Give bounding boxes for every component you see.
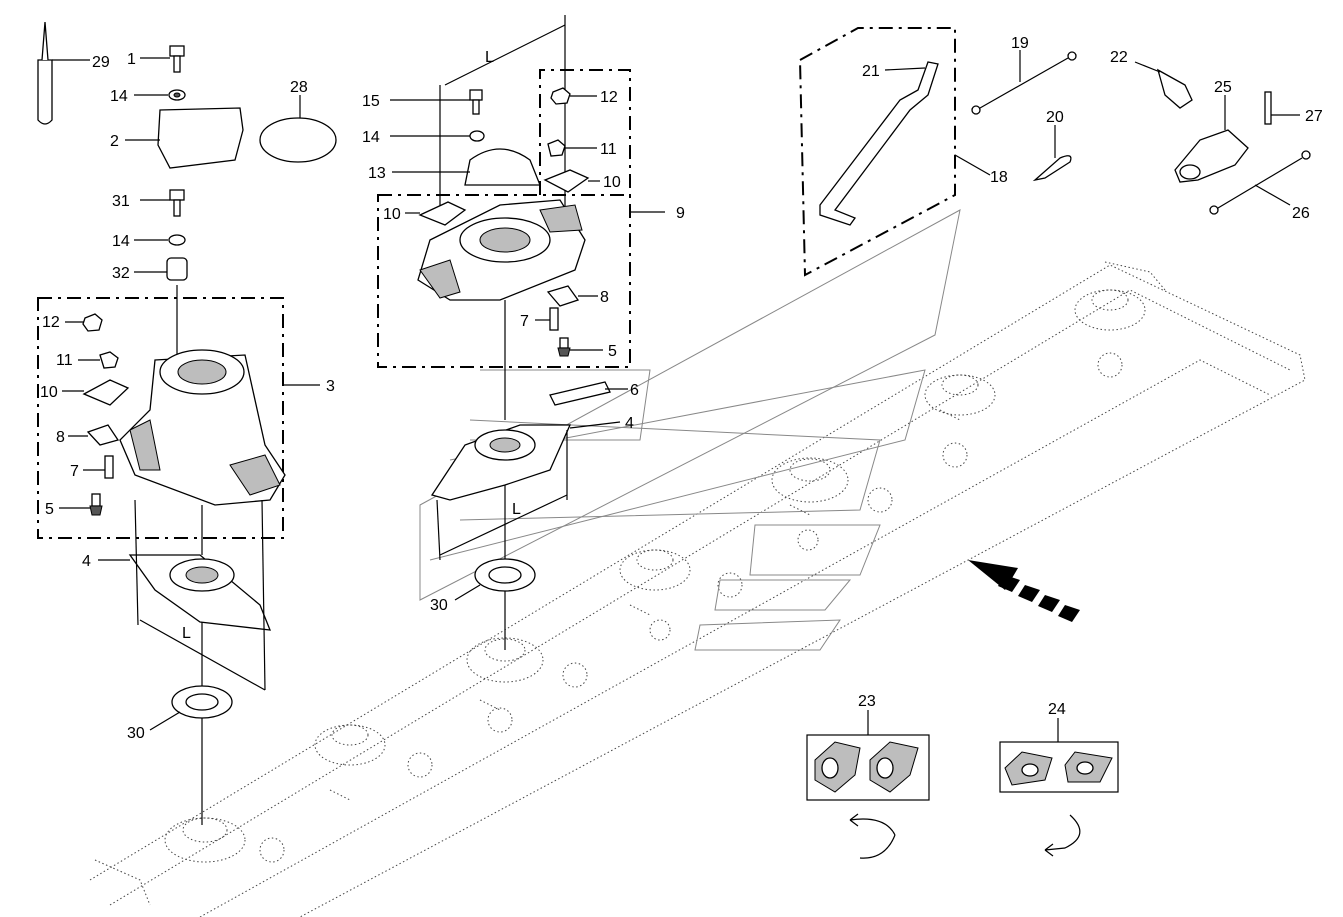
callout-4: 4: [82, 553, 91, 570]
nut-12-a: [65, 313, 103, 332]
washer-14-b: [134, 234, 186, 246]
callout-6: 6: [630, 382, 639, 399]
callout-22: 22: [1110, 49, 1128, 66]
assembly-9-extension: [539, 69, 631, 195]
callout-23: 23: [858, 693, 876, 710]
cover-plate-2: [125, 107, 244, 169]
rotation-arrow-cw-icon: [1044, 814, 1081, 857]
dimension-label-L: L: [512, 501, 521, 518]
callout-8: 8: [56, 429, 65, 446]
tube-29: [37, 21, 90, 125]
disc-4-b: [430, 421, 621, 501]
callout-1: 1: [127, 51, 136, 68]
washer-14-a: [134, 89, 186, 101]
nut-12-b: [550, 87, 597, 105]
callout-10: 10: [383, 206, 401, 223]
wear-plate-10-a: [62, 379, 130, 406]
callout-5: 5: [608, 343, 617, 360]
plate-8-b: [546, 285, 598, 307]
overlay-knife-panels: [419, 209, 961, 651]
callout-12: 12: [42, 314, 60, 331]
catch-22: [1134, 61, 1193, 109]
bolt-5-b: [557, 337, 603, 357]
dimension-label-L: L: [485, 49, 494, 66]
housing-3: [119, 349, 286, 506]
callout-4: 4: [625, 415, 634, 432]
callout-29: 29: [92, 54, 110, 71]
rotation-arrow-ccw-icon: [849, 813, 896, 836]
callout-32: 32: [112, 265, 130, 282]
callout-10: 10: [40, 384, 58, 401]
clip-20: [1032, 125, 1072, 182]
callout-12: 12: [600, 89, 618, 106]
callout-11: 11: [56, 352, 73, 369]
callout-labels: 29 1 14 2 28 31 14 32 12 11 10 8 7 5 3 4…: [40, 35, 1323, 742]
nut-11-b: [547, 139, 597, 157]
dimension-L-center: [436, 430, 568, 561]
assembly-3-frame: [37, 297, 284, 539]
callout-25: 25: [1214, 79, 1232, 96]
callout-9: 9: [676, 205, 685, 222]
callout-30: 30: [127, 725, 145, 742]
bolt-15: [390, 89, 483, 115]
callout-15: 15: [362, 93, 380, 110]
knife-6: [549, 381, 628, 406]
wear-plate-10-c: [405, 201, 467, 226]
plate-8-a: [68, 424, 120, 446]
callout-2: 2: [110, 133, 119, 150]
callout-18: 18: [990, 169, 1008, 186]
nut-11-a: [78, 351, 119, 369]
disc-4-a: [98, 554, 272, 631]
bolt-7-a: [83, 455, 114, 479]
cable-19: [971, 50, 1077, 115]
holder-25: [1174, 95, 1249, 183]
cable-26: [1209, 150, 1311, 215]
washer-14-c: [390, 130, 485, 142]
callout-3: 3: [326, 378, 335, 395]
cutter-discs-outline: [164, 289, 1146, 863]
assembly-9-frame: [377, 194, 631, 368]
callout-28: 28: [290, 79, 308, 96]
wear-plate-10-b: [543, 169, 600, 193]
spacer-32: [134, 257, 188, 281]
callout-21: 21: [862, 63, 880, 80]
bolt-5-a: [59, 493, 103, 516]
callout-20: 20: [1046, 109, 1064, 126]
rotation-arrow-ccw-tail: [859, 834, 896, 859]
gasket-28: [259, 95, 337, 163]
ring-30-b: [454, 558, 536, 601]
callout-31: 31: [112, 193, 130, 210]
callout-30: 30: [430, 597, 448, 614]
knife-set-24-box: [999, 741, 1119, 793]
bolt-1: [140, 45, 185, 73]
callout-19: 19: [1011, 35, 1029, 52]
center-housing: [417, 199, 586, 301]
callout-13: 13: [368, 165, 386, 182]
callout-7: 7: [520, 313, 529, 330]
callout-11: 11: [600, 141, 617, 158]
cutter-bar-outline: [89, 261, 1306, 917]
callout-5: 5: [45, 501, 54, 518]
ring-30-a: [149, 685, 233, 731]
callout-26: 26: [1292, 205, 1310, 222]
dimension-label-L: L: [182, 625, 191, 642]
pin-27: [1264, 91, 1300, 125]
callout-7: 7: [70, 463, 79, 480]
key-21: [819, 61, 939, 226]
callout-27: 27: [1305, 108, 1323, 125]
bolt-31: [140, 189, 185, 217]
callout-14: 14: [110, 88, 128, 105]
travel-direction-arrow-icon: [968, 560, 1080, 622]
callout-24: 24: [1048, 701, 1066, 718]
knife-set-24: [1004, 751, 1113, 786]
callout-10: 10: [603, 174, 621, 191]
bolt-7-b: [535, 307, 559, 331]
cap-13: [392, 148, 541, 186]
knife-set-23: [814, 741, 919, 793]
callout-14: 14: [112, 233, 130, 250]
callout-8: 8: [600, 289, 609, 306]
callout-14: 14: [362, 129, 380, 146]
